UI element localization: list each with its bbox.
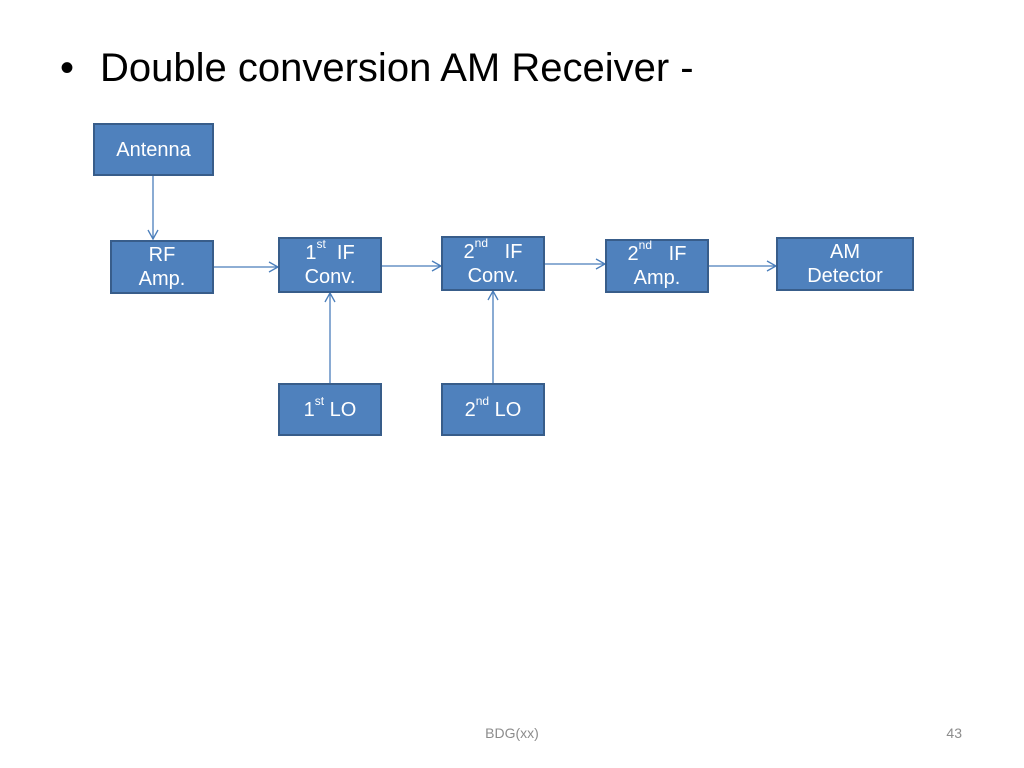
2nd-if-conv-label-line1: 2nd IF — [463, 237, 523, 264]
1st-if-conv-ordinal-suffix: st — [316, 237, 326, 252]
2nd-if-amp-label-if: IF — [652, 243, 687, 265]
1st-if-conv-ordinal-number: 1 — [305, 242, 317, 264]
slide-title: • Double conversion AM Receiver - — [60, 42, 694, 94]
rf-amp-label-line1: RF — [148, 244, 176, 266]
2nd-if-amp-ordinal-suffix: nd — [638, 238, 653, 253]
2nd-if-conv-ordinal-number: 2 — [463, 240, 475, 263]
rf-amp-block: RF Amp. — [110, 240, 214, 294]
title-text: Double conversion AM Receiver - — [100, 46, 694, 90]
am-detector-label-line2: Detector — [807, 265, 883, 287]
2nd-if-conv-label-line2: Conv. — [467, 264, 519, 287]
2nd-if-conv-ordinal-suffix: nd — [474, 235, 489, 250]
1st-if-conv-label-if: IF — [325, 242, 355, 264]
1st-if-conv-label-line2: Conv. — [304, 266, 356, 288]
2nd-lo-block: 2nd LO — [441, 383, 545, 436]
2nd-lo-label-lo: LO — [489, 398, 522, 421]
1st-lo-ordinal-suffix: st — [314, 393, 325, 408]
1st-if-conv-label-line1: 1st IF — [305, 238, 355, 265]
footer-text: BDG(xx) — [485, 725, 539, 741]
2nd-lo-ordinal-number: 2 — [464, 398, 476, 421]
antenna-label: Antenna — [116, 138, 191, 161]
2nd-if-amp-block: 2nd IF Amp. — [605, 239, 709, 293]
bullet-point: • — [60, 46, 75, 90]
1st-lo-block: 1st LO — [278, 383, 382, 436]
rf-amp-label-line2: Amp. — [138, 268, 186, 290]
slide-number: 43 — [946, 725, 962, 741]
1st-if-conv-block: 1st IF Conv. — [278, 237, 382, 293]
2nd-if-amp-label-line2: Amp. — [633, 267, 681, 289]
1st-lo-ordinal-number: 1 — [303, 398, 315, 421]
1st-lo-label: 1st LO — [303, 395, 357, 422]
2nd-lo-label: 2nd LO — [464, 395, 522, 422]
2nd-if-conv-block: 2nd IF Conv. — [441, 236, 545, 291]
2nd-if-amp-label-line1: 2nd IF — [627, 239, 687, 266]
2nd-if-amp-ordinal-number: 2 — [627, 243, 639, 265]
2nd-lo-ordinal-suffix: nd — [475, 393, 490, 408]
1st-lo-label-lo: LO — [324, 398, 357, 421]
am-detector-label-line1: AM — [830, 241, 860, 263]
2nd-if-conv-label-if: IF — [488, 240, 523, 263]
antenna-block: Antenna — [93, 123, 214, 176]
am-detector-block: AM Detector — [776, 237, 914, 291]
